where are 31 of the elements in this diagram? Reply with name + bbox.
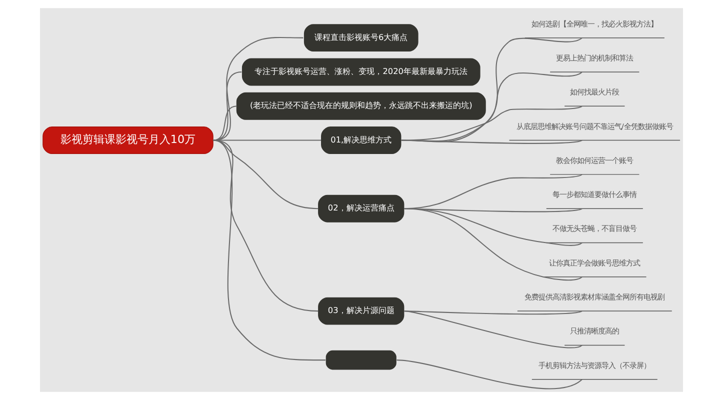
node-box: 02，解决运营痛点 (318, 194, 404, 222)
connector (401, 37, 582, 142)
connector (212, 36, 304, 141)
node-text: 不做无头苍蝇，不盲目做号 (552, 224, 637, 234)
connector (401, 140, 582, 144)
connector (401, 106, 582, 141)
node-text: 如何找最火片段 (570, 88, 620, 97)
node-box: 专注于影视账号运营、涨粉、变现，2020年最新最暴力玩法 (242, 58, 480, 86)
connector (212, 140, 326, 361)
node-text: 只推清晰度高的 (570, 326, 620, 336)
node-text: 让你真正学会做账号思维方式 (549, 258, 640, 268)
node-text: 每一步都知道要做什么事情 (552, 190, 637, 200)
node-box: 课程直击影视账号6大痛点 (304, 24, 418, 52)
node-text: 更易上热门的机制和算法 (556, 53, 634, 62)
node-text: 免费提供高清影视素材库涵盖全网所有电视剧 (524, 292, 665, 302)
connector (404, 310, 582, 348)
connector (404, 208, 582, 281)
node-text: 如何选剧【全网唯一，找必火影视方法】 (532, 19, 658, 28)
connector (404, 310, 582, 315)
node-text: 从底层思维解决账号问题不靠运气/全凭数据做账号 (516, 122, 673, 131)
node-text: 教会你如何运营一个账号 (556, 156, 634, 165)
node-box: 影视剪辑课影视号月入10万 (42, 126, 214, 154)
node-box: 03，解决片源问题 (318, 297, 404, 325)
connector (401, 72, 582, 142)
connector (212, 106, 237, 141)
connector (212, 71, 242, 141)
connector (396, 360, 582, 390)
node-text: 手机剪辑方法与资源导入（不录屏） (538, 360, 651, 370)
node-box (326, 350, 396, 370)
node-box: (老玩法已经不适合现在的规则和趋势，永远跳不出来搬运的坑) (236, 92, 486, 120)
node-box: 01,解决思维方式 (321, 126, 402, 154)
